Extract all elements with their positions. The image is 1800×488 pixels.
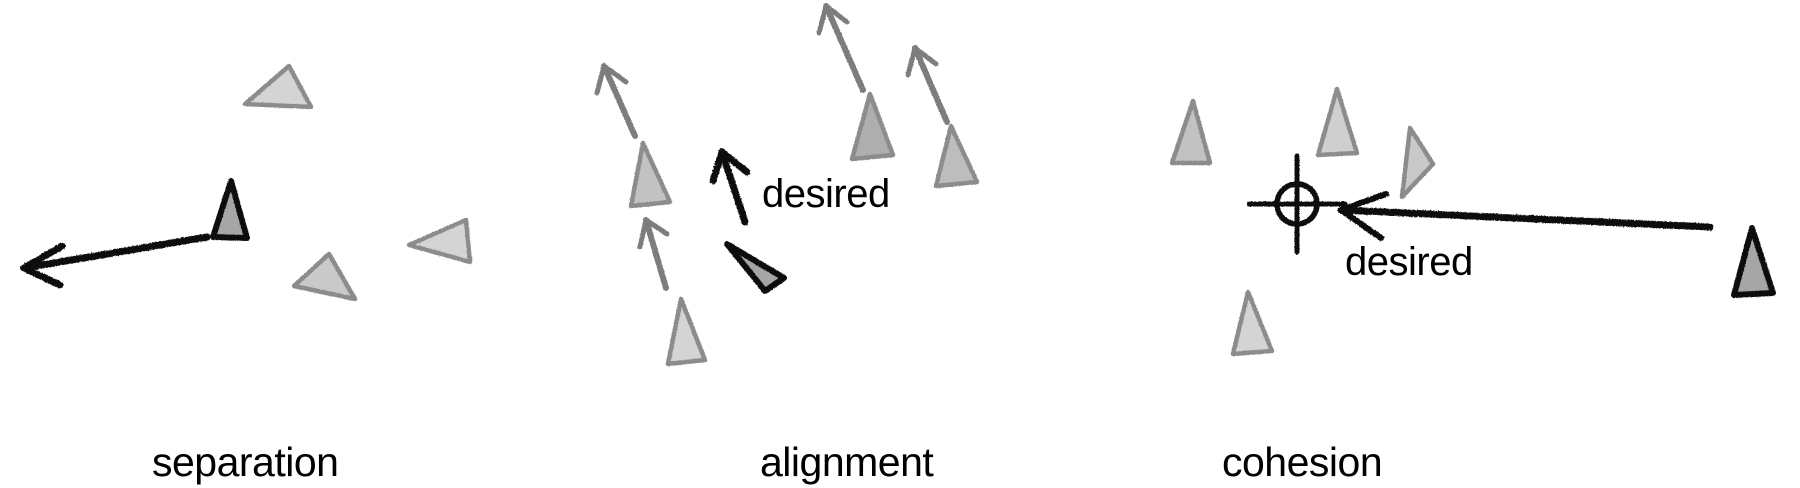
annotation-desired-alignment: desired [762, 172, 890, 216]
boid-focal [210, 178, 250, 241]
boid-neighbour [933, 123, 980, 189]
boid-neighbour [665, 296, 708, 367]
boid-neighbour [1230, 289, 1275, 357]
boid-neighbour [406, 217, 473, 265]
boid-neighbour [291, 251, 358, 302]
panel-alignment [594, 3, 980, 367]
panel-label-alignment: alignment [760, 439, 934, 485]
annotation-desired-cohesion: desired [1345, 240, 1473, 284]
boid-neighbour [1169, 98, 1213, 166]
velocity-arrow [594, 63, 638, 139]
boid-neighbour [628, 140, 673, 209]
boid-focal [724, 241, 787, 294]
boid-neighbour [1315, 86, 1360, 158]
velocity-arrow [637, 217, 670, 291]
boid-neighbour [849, 91, 896, 162]
velocity-arrow [816, 3, 866, 93]
boid-neighbour [1399, 125, 1436, 200]
center-of-mass-crosshair [1246, 153, 1348, 255]
velocity-arrow [905, 45, 950, 125]
boid-focal [1731, 225, 1776, 298]
desired-arrow-alignment [709, 148, 751, 226]
panel-label-cohesion: cohesion [1222, 439, 1383, 485]
panel-cohesion [1169, 86, 1776, 357]
boid-neighbour [242, 63, 314, 110]
desired-arrow-cohesion [1337, 191, 1714, 241]
panel-separation [20, 63, 473, 302]
desired-arrow-separation [20, 233, 211, 289]
panel-label-separation: separation [152, 439, 339, 485]
